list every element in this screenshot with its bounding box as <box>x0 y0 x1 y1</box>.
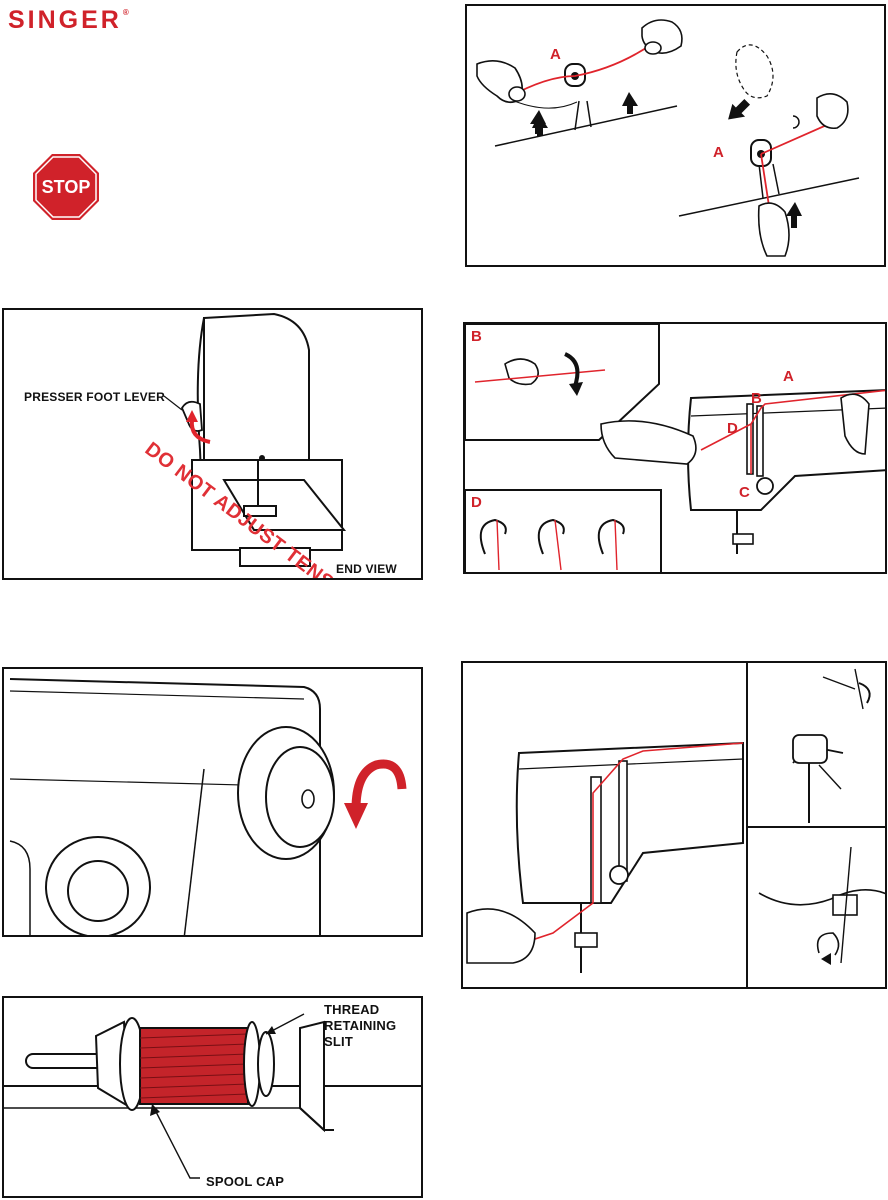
hands-threading-panel: A A <box>465 4 886 267</box>
handwheel-panel <box>2 667 423 937</box>
slit-label-line3: SLIT <box>324 1034 396 1050</box>
stop-text: STOP <box>32 153 100 221</box>
spool-cap-panel: THREAD RETAINING SLIT SPOOL CAP <box>2 996 423 1198</box>
needle-threading-panel <box>461 661 887 989</box>
label-a-left: A <box>550 46 561 63</box>
label-a-right: A <box>713 144 724 161</box>
presser-foot-panel: PRESSER FOOT LEVER DO NOT ADJUST TENSION… <box>2 308 423 580</box>
singer-logo: SINGER® <box>8 6 128 35</box>
inset-b-label: B <box>471 328 482 345</box>
trademark-symbol: ® <box>123 8 129 17</box>
inset-d-label: D <box>471 494 482 511</box>
slit-label-line2: RETAINING <box>324 1018 396 1034</box>
thread-retaining-slit-label: THREAD RETAINING SLIT <box>324 1002 396 1050</box>
thread-label-c: C <box>739 484 750 501</box>
thread-path-panel: B D A B D C <box>463 322 887 574</box>
slit-label-line1: THREAD <box>324 1002 396 1018</box>
end-view-label: END VIEW <box>336 562 397 576</box>
thread-label-b: B <box>751 390 762 407</box>
logo-text: SINGER <box>8 6 122 34</box>
spool-cap-label: SPOOL CAP <box>206 1174 284 1189</box>
presser-foot-lever-label: PRESSER FOOT LEVER <box>24 390 165 404</box>
thread-label-a: A <box>783 368 794 385</box>
stop-sign-icon: STOP <box>32 153 100 221</box>
thread-label-d: D <box>727 420 738 437</box>
